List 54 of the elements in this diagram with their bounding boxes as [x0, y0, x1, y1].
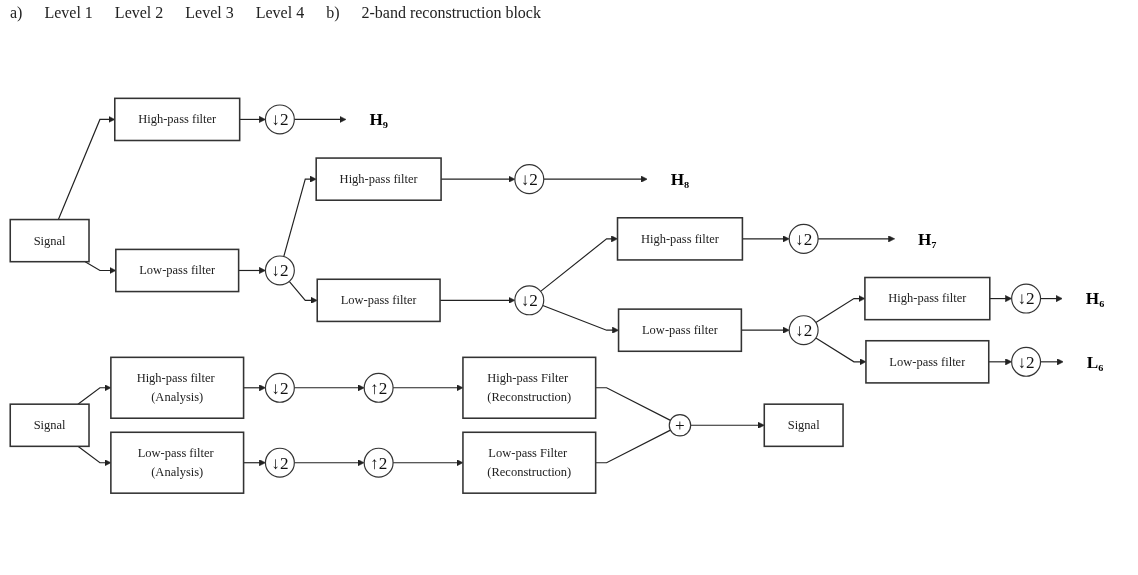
- node-circle: ↓2: [1011, 346, 1042, 377]
- node-box: High-pass Filter (Reconstruction): [462, 356, 597, 419]
- node-box: High-pass filter: [864, 276, 991, 320]
- node-box: Low-pass filter: [316, 278, 441, 322]
- node-box: High-pass filter: [315, 156, 442, 201]
- diagram-label: Level 1: [44, 4, 93, 22]
- node-text: H₇: [918, 228, 937, 249]
- connector: [595, 386, 671, 421]
- node-box: Signal: [763, 402, 844, 447]
- arrow: [283, 175, 317, 257]
- node-box: Signal: [9, 218, 90, 262]
- arrow: [243, 383, 266, 391]
- connector: [595, 429, 671, 463]
- node-circle: ↑2: [363, 447, 394, 478]
- node-box: Low-pass filter (Analysis): [110, 431, 245, 494]
- arrow: [543, 175, 648, 183]
- arrow: [288, 280, 318, 304]
- node-box: High-pass filter: [114, 97, 241, 141]
- node-circle: ↑2: [363, 372, 394, 403]
- node-circle: ↓2: [514, 163, 545, 194]
- diagram-label: 2-band reconstruction block: [361, 4, 541, 22]
- node-circle: ↓2: [264, 103, 295, 134]
- node-box: Low-pass Filter (Reconstruction): [462, 431, 597, 494]
- node-text: H₆: [1085, 288, 1105, 308]
- node-circle: ↓2: [788, 314, 819, 345]
- node-circle: ↓2: [514, 284, 545, 315]
- diagram-label: b): [326, 4, 340, 22]
- node-box: Low-pass filter: [617, 307, 743, 352]
- node-box: Signal: [9, 402, 90, 447]
- arrow: [690, 421, 765, 429]
- node-circle: ↓2: [264, 254, 295, 285]
- node-box: High-pass filter: [616, 216, 744, 261]
- node-circle: +: [668, 413, 692, 437]
- arrow: [238, 266, 266, 274]
- node-text: L₆: [1086, 351, 1104, 372]
- arrow: [540, 234, 618, 292]
- node-box: Low-pass filter: [115, 248, 240, 292]
- arrow: [239, 115, 266, 123]
- arrow: [542, 304, 619, 334]
- arrow: [988, 357, 1012, 365]
- node-circle: ↓2: [1011, 283, 1042, 314]
- node-text: H₈: [670, 168, 690, 189]
- node-box: Low-pass filter: [865, 339, 990, 384]
- diagram-label: Level 2: [114, 4, 164, 22]
- node-text: H₉: [369, 109, 388, 129]
- diagram-label: a): [10, 4, 23, 22]
- arrow: [243, 458, 266, 466]
- diagram-label: Level 3: [185, 4, 234, 22]
- node-circle: ↓2: [264, 372, 295, 403]
- node-circle: ↓2: [788, 223, 819, 254]
- diagram-label: Level 4: [255, 4, 305, 22]
- node-box: High-pass filter (Analysis): [110, 356, 245, 419]
- node-circle: ↓2: [264, 447, 295, 478]
- arrow: [989, 294, 1012, 302]
